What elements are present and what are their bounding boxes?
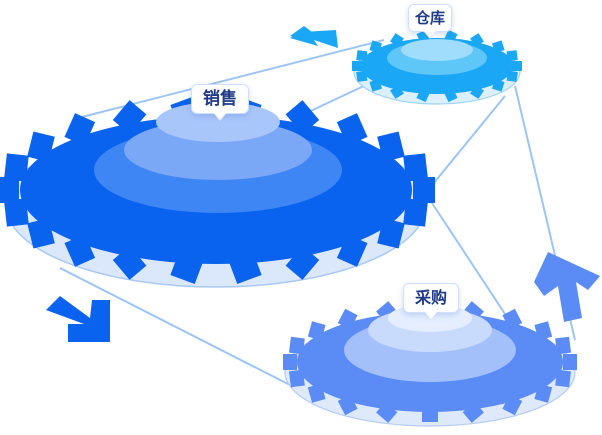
purchase-gear-tooth — [288, 336, 305, 355]
warehouse-gear-tier-2 — [401, 39, 473, 61]
purchase-gear-tooth — [283, 354, 297, 370]
sales-gear-tooth — [4, 153, 29, 182]
sales-gear-tooth — [0, 177, 19, 203]
purchase-gear — [283, 301, 577, 427]
purchase-gear-tooth — [563, 354, 577, 370]
sales-gear-tier-3 — [156, 102, 280, 142]
belt-sales-to-warehouse-inner — [299, 83, 369, 117]
sales-gear-tooth — [403, 198, 428, 227]
purchase-gear-tooth — [288, 369, 305, 388]
purchase-gear-tooth — [555, 336, 572, 355]
purchase-gear-tooth — [555, 369, 572, 388]
sales-label: 销售 — [191, 84, 249, 114]
sales-gear-tooth — [403, 153, 428, 182]
belt-sales-bottom-to-purchase — [59, 267, 291, 386]
warehouse-label: 仓库 — [408, 4, 452, 32]
warehouse-gear-tooth — [352, 61, 362, 71]
chevron-left-arrow-icon — [290, 26, 338, 48]
sales-gear-tooth — [413, 177, 435, 203]
chevron-up-arrow-icon — [534, 252, 600, 322]
warehouse-gear-tooth — [512, 61, 522, 71]
sales-gear-tooth — [4, 198, 29, 227]
purchase-label: 采购 — [403, 283, 459, 313]
chevron-down-right-arrow-icon — [46, 296, 110, 342]
sales-gear — [0, 95, 435, 288]
